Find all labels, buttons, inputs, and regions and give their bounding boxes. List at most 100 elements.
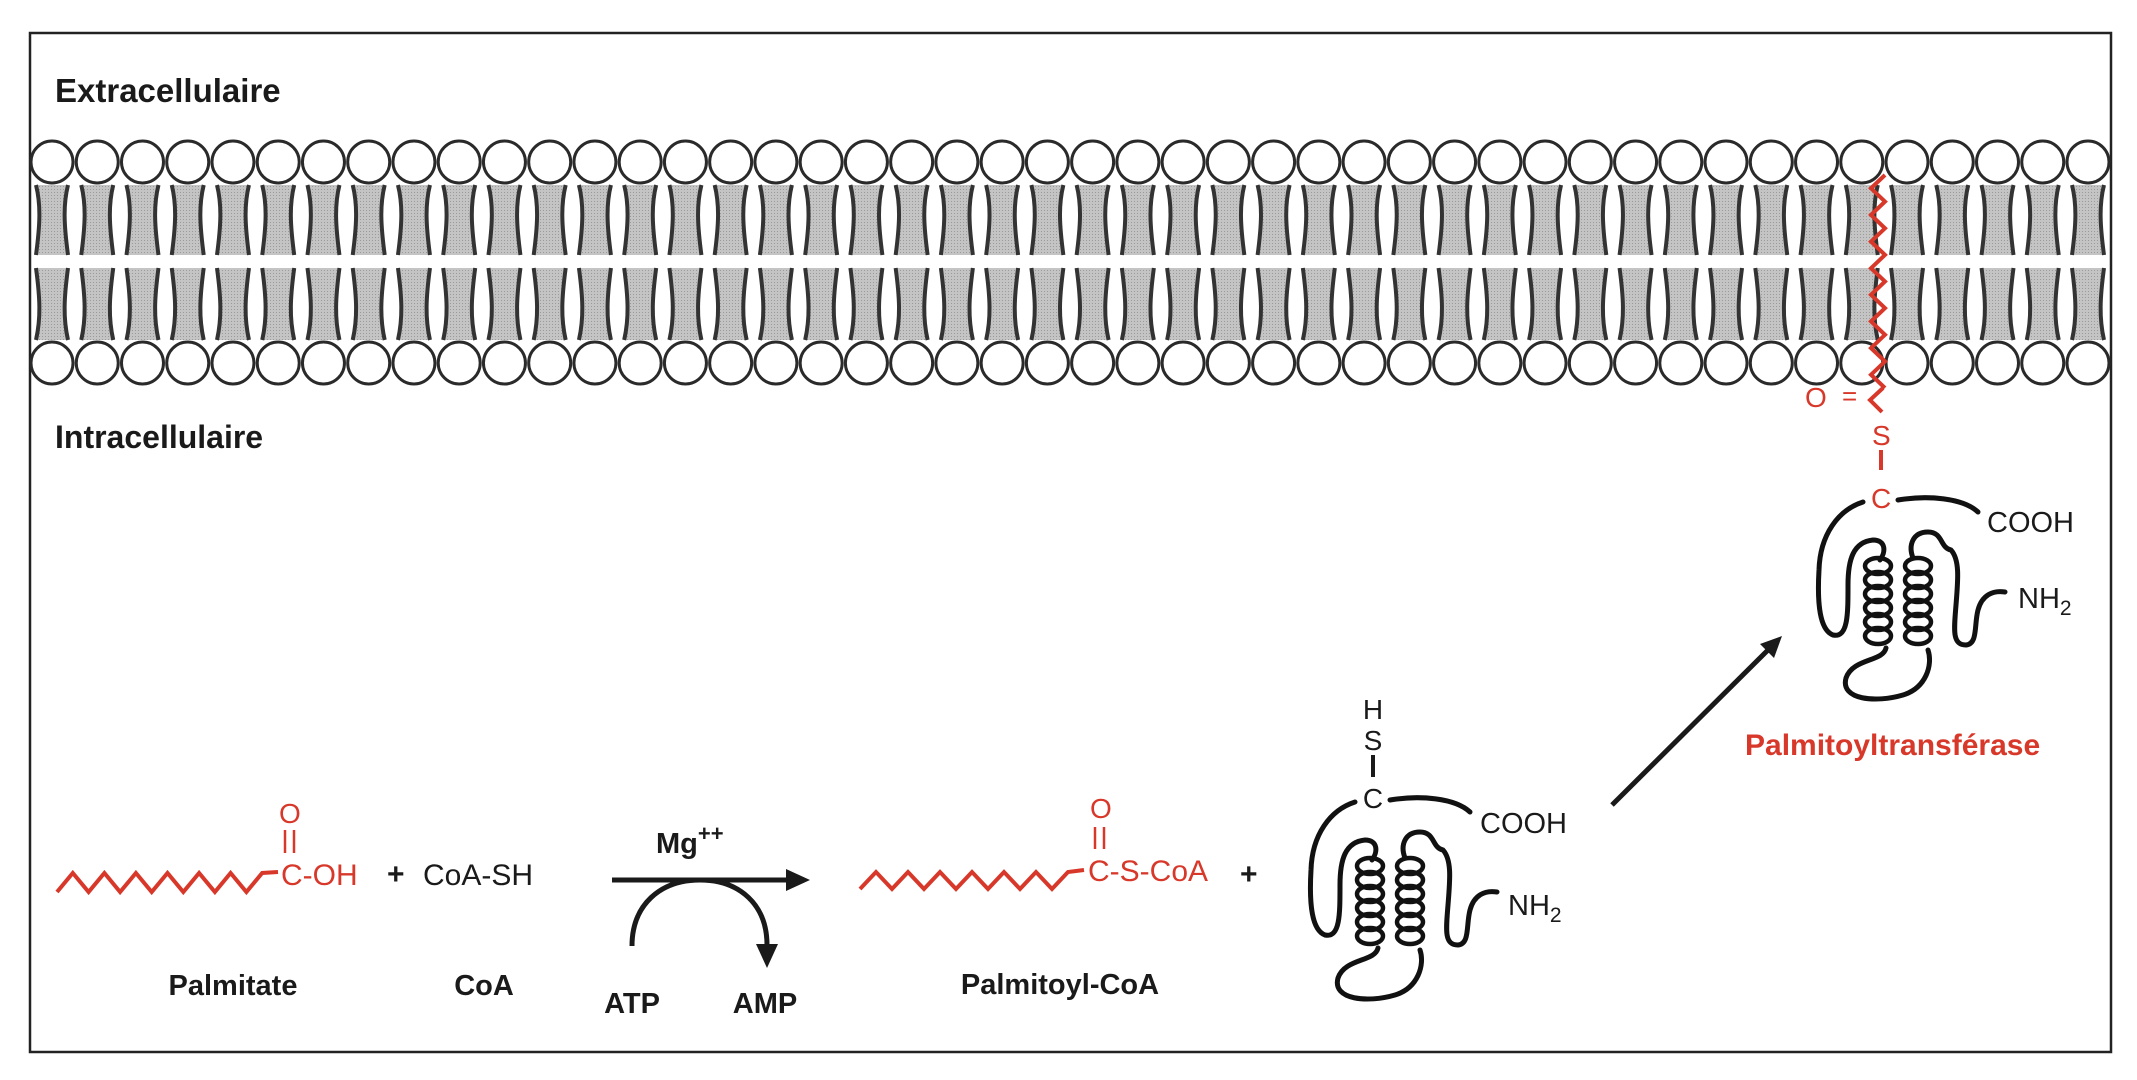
lipid-head-lower xyxy=(1567,340,1613,386)
lipid-tail-lower-right xyxy=(877,267,885,341)
lipid-tail-fill-upper xyxy=(1529,185,1562,255)
lipid-head-upper xyxy=(753,139,799,185)
lipid-tail-lower-right xyxy=(1781,267,1790,341)
lipid-tail-lower-right xyxy=(1510,267,1518,341)
lipid-head-upper xyxy=(165,139,211,185)
lipid-tail-fill-lower xyxy=(895,268,928,340)
lipid-head-lower xyxy=(1205,340,1251,386)
lipid-head-upper xyxy=(74,139,120,185)
lipid-tail-lower-left xyxy=(576,267,585,341)
lipid-tail-fill-lower xyxy=(81,268,114,340)
lipid-tail-upper-left xyxy=(622,184,630,256)
lipid-head-lower xyxy=(1070,340,1116,386)
lipid-tail-upper-left xyxy=(1210,184,1218,256)
lipid-tail-fill-upper xyxy=(262,185,295,255)
lipid-tail-lower-right xyxy=(1058,267,1066,341)
lipid-tail-fill-lower xyxy=(1710,268,1743,340)
lipid-tail-fill-lower xyxy=(1031,268,1064,340)
anchored-nh2: NH2 xyxy=(2018,583,2072,620)
lipid-tail-upper-right xyxy=(786,184,794,256)
lipid-head-upper xyxy=(481,139,527,185)
lipid-tail-lower-right xyxy=(288,267,297,341)
lipid-tail-lower-left xyxy=(1572,267,1580,341)
free-protein-backbone xyxy=(1307,795,1500,1002)
cooh-tail-arc xyxy=(1895,495,1981,515)
lipid-tail-fill-lower xyxy=(986,268,1019,340)
mg-cofactor-label: Mg++ xyxy=(656,821,724,860)
lipid-tail-upper-right xyxy=(605,184,613,256)
plus-sign-2: + xyxy=(1240,858,1258,891)
lipid-tail-lower-left xyxy=(622,267,630,341)
lipid-tail-fill-lower xyxy=(805,268,838,340)
lipid-head-lower xyxy=(1386,340,1432,386)
lipid-tail-upper-left xyxy=(486,184,494,256)
lipid-head-upper xyxy=(1884,139,1930,185)
lipid-tail-lower-left xyxy=(1481,267,1490,341)
lipid-tail-fill-upper xyxy=(1302,185,1335,255)
lipid-tail-lower-left xyxy=(1798,267,1806,341)
intracellular-label: Intracellulaire xyxy=(55,419,263,455)
lipid-head-lower xyxy=(1160,340,1206,386)
lipid-head-upper xyxy=(1522,139,1568,185)
lipid-tail-lower-left xyxy=(667,267,675,341)
lipid-tail-fill-upper xyxy=(1438,185,1471,255)
lipid-tail-lower-right xyxy=(1148,267,1156,341)
lipid-head-lower xyxy=(572,340,618,386)
lipid-head-upper xyxy=(934,139,980,185)
lipid-tail-upper-left xyxy=(1662,184,1671,256)
lipid-head-lower xyxy=(74,340,120,386)
anchored-protein-group: O = S C COOH NH2 Palmitoyltransférase xyxy=(1745,381,2074,762)
atp-amp-arc xyxy=(629,877,770,947)
lipid-tail-lower-left xyxy=(1617,267,1625,341)
lipid-head-upper xyxy=(1658,139,1704,185)
lipid-head-lower xyxy=(1477,340,1523,386)
lipid-tail-fill-lower xyxy=(36,268,68,340)
lipid-tail-upper-left xyxy=(441,184,449,256)
palmitate-label: Palmitate xyxy=(169,970,298,1002)
lipid-tail-upper-left xyxy=(1029,184,1037,256)
lipid-tail-lower-right xyxy=(1329,267,1337,341)
lipid-tail-lower-right xyxy=(1012,267,1021,341)
lipid-head-upper xyxy=(1794,139,1840,185)
lipid-tail-fill-lower xyxy=(1891,268,1924,340)
alpha-helix-right xyxy=(1902,555,1934,647)
lipid-tail-fill-lower xyxy=(1212,268,1245,340)
lipid-tail-lower-left xyxy=(1436,267,1444,341)
lipid-tail-upper-left xyxy=(1889,184,1897,256)
lipid-tail-fill-upper xyxy=(759,185,792,255)
lipid-head-lower xyxy=(1296,340,1342,386)
lipid-tail-lower-left xyxy=(1708,267,1716,341)
atp-label: ATP xyxy=(604,988,660,1020)
lipid-tail-upper-right xyxy=(198,184,206,256)
lipid-tail-lower-right xyxy=(2008,267,2016,341)
lipid-tail-fill-upper xyxy=(1981,185,2014,255)
lipid-tail-fill-lower xyxy=(1302,268,1335,340)
lipid-tail-lower-right xyxy=(1419,267,1428,341)
lipid-tail-fill-upper xyxy=(1755,185,1788,255)
lipid-tail-upper-right xyxy=(1284,184,1292,256)
lipid-head-lower xyxy=(527,340,573,386)
lipid-tail-upper-left xyxy=(803,184,811,256)
lipid-tail-upper-right xyxy=(1419,184,1428,256)
lipid-tail-fill-upper xyxy=(352,185,385,255)
lipid-tail-upper-right xyxy=(1510,184,1518,256)
lipid-tail-fill-upper xyxy=(36,185,68,255)
lipid-head-lower xyxy=(1613,340,1659,386)
lipid-tail-upper-left xyxy=(1979,184,1987,256)
lipid-head-upper xyxy=(1432,139,1478,185)
lipid-head-lower xyxy=(934,340,980,386)
lipid-tail-fill-lower xyxy=(2072,268,2104,340)
lipid-head-lower xyxy=(1929,340,1975,386)
lipid-tail-lower-left xyxy=(712,267,721,341)
free-protein-group: H S C COOH NH2 xyxy=(1307,694,1567,1002)
lipid-tail-lower-right xyxy=(107,267,116,341)
lipid-tail-lower-right xyxy=(1691,267,1699,341)
lipid-tail-upper-right xyxy=(1148,184,1156,256)
alpha-helix-left xyxy=(1354,855,1386,947)
lipid-tail-lower-left xyxy=(1074,267,1082,341)
lipid-head-upper xyxy=(843,139,889,185)
lipid-tail-upper-right xyxy=(2008,184,2016,256)
lipid-head-lower xyxy=(662,340,708,386)
lipid-tail-fill-lower xyxy=(216,268,249,340)
